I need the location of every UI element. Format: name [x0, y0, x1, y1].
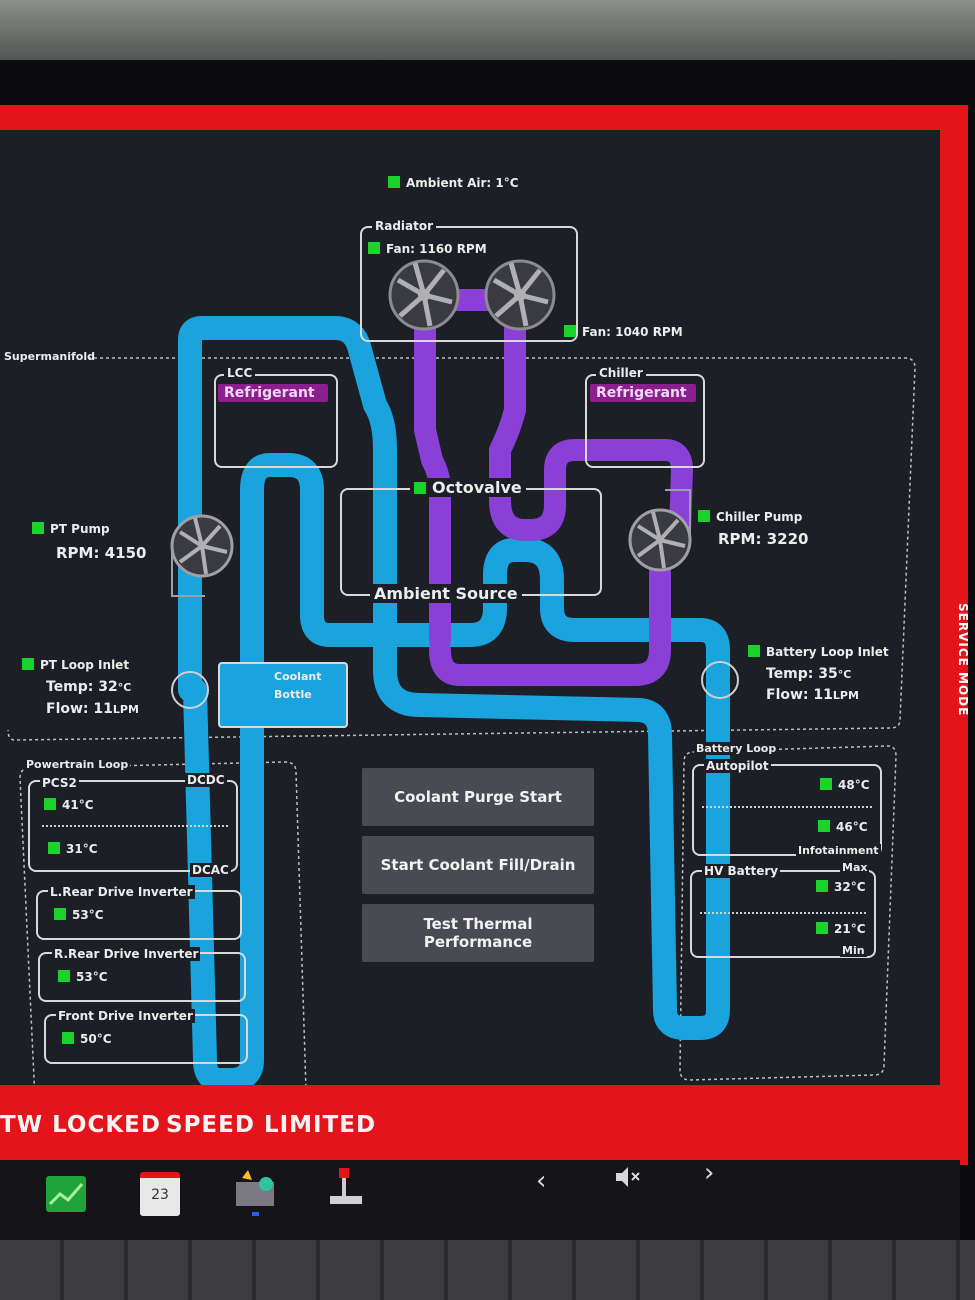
autopilot-title: Autopilot: [704, 759, 771, 773]
hv-min-indicator-icon: [816, 922, 828, 934]
ambient-source: Ambient Source: [370, 584, 522, 603]
radiator-title: Radiator: [372, 219, 437, 233]
radiator-fan-2-icon: [484, 259, 556, 331]
speed-limited-status: SPEED LIMITED: [166, 1112, 377, 1138]
pcs2-temp1: 41°C: [44, 798, 94, 812]
hv-max-temp: 32°C: [816, 880, 866, 894]
ap-temp1: 48°C: [820, 778, 870, 792]
calendar-icon[interactable]: 23: [140, 1172, 180, 1216]
chiller-pump-title: Chiller Pump: [698, 510, 802, 524]
volume-muted-icon[interactable]: [612, 1162, 642, 1196]
pcs2-indicator1-icon: [44, 798, 56, 810]
tw-locked-status: TW LOCKED: [0, 1112, 161, 1138]
hv-divider: [700, 912, 866, 914]
coolant-diagram: [7, 259, 916, 1085]
hv-max-label: Max: [840, 861, 870, 874]
pt-pump-icon: [170, 514, 234, 597]
graph-app-icon[interactable]: [46, 1176, 86, 1212]
ambient-air: Ambient Air: 1°C: [388, 176, 519, 190]
radiator-fan-1-icon: [388, 259, 460, 331]
hv-battery-box: [690, 870, 876, 958]
coolant-bottle-line1: Coolant: [274, 670, 322, 683]
ap-indicator1-icon: [820, 778, 832, 790]
chiller-pump-indicator-icon: [698, 510, 710, 522]
pt-pump-indicator-icon: [32, 522, 44, 534]
radiator-fan1: Fan: 1160 RPM: [368, 242, 487, 256]
pt-loop-inlet-title: PT Loop Inlet: [22, 658, 129, 672]
coolant-fill-drain-button[interactable]: Start Coolant Fill/Drain: [362, 836, 594, 894]
hv-min-temp: 21°C: [816, 922, 866, 936]
r-rear-temp: 53°C: [58, 970, 108, 984]
fan1-indicator-icon: [368, 242, 380, 254]
pcs2-title: PCS2: [40, 776, 79, 790]
autopilot-box: [692, 764, 882, 856]
ap-temp2: 46°C: [818, 820, 868, 834]
front-indicator-icon: [62, 1032, 74, 1044]
test-thermal-button[interactable]: Test Thermal Performance: [362, 904, 594, 962]
pt-pump-title: PT Pump: [32, 522, 110, 536]
pcs2-divider: [42, 825, 228, 827]
ap-indicator2-icon: [818, 820, 830, 832]
supermanifold-outline: [7, 357, 916, 741]
lcc-title: LCC: [224, 366, 256, 380]
battery-loop-title: Battery Loop: [694, 742, 779, 755]
toybox-icon[interactable]: [234, 1168, 276, 1218]
powertrain-loop-outline: [19, 761, 307, 1085]
coolant-bottle: Coolant Bottle: [218, 662, 348, 728]
chiller-refrigerant: Refrigerant: [590, 384, 696, 402]
front-temp: 50°C: [62, 1032, 112, 1046]
pcs2-box: [28, 780, 238, 872]
l-rear-temp: 53°C: [54, 908, 104, 922]
l-rear-inverter-title: L.Rear Drive Inverter: [48, 885, 195, 899]
fan2-indicator-icon: [564, 325, 576, 337]
chiller-pump-rpm: RPM: 3220: [718, 530, 809, 548]
pt-pump-rpm: RPM: 4150: [56, 544, 147, 562]
hv-max-indicator-icon: [816, 880, 828, 892]
l-rear-indicator-icon: [54, 908, 66, 920]
thermal-panel: Radiator Fan: 1160 RPM Fan: 1040 RPM Amb…: [0, 130, 940, 1085]
pcs2-indicator2-icon: [48, 842, 60, 854]
ambient-indicator-icon: [388, 176, 400, 188]
hv-min-label: Min: [840, 944, 867, 957]
radiator-fan2: Fan: 1040 RPM: [564, 325, 683, 339]
chiller-title: Chiller: [596, 366, 646, 380]
octovalve-box: [340, 488, 602, 596]
coolant-bottle-line2: Bottle: [274, 688, 312, 701]
pt-loop-temp: Temp: 32°C: [46, 679, 132, 695]
infotainment-label: Infotainment: [796, 844, 881, 857]
dcdc-label: DCDC: [185, 773, 227, 787]
powertrain-loop-title: Powertrain Loop: [24, 758, 131, 771]
chiller-pump-icon: [628, 489, 692, 572]
chevron-right-icon[interactable]: ›: [704, 1158, 715, 1188]
pt-loop-indicator-icon: [22, 658, 34, 670]
hv-battery-title: HV Battery: [702, 864, 781, 878]
lcc-refrigerant: Refrigerant: [218, 384, 328, 402]
service-mode-label: SERVICE MODE: [956, 603, 970, 717]
chevron-left-icon[interactable]: ‹: [536, 1166, 547, 1196]
coolant-pipes: [178, 316, 730, 1085]
battery-loop-outline: [679, 745, 897, 1081]
pt-loop-flow: Flow: 11LPM: [46, 701, 139, 717]
floor-background: [0, 1240, 975, 1300]
front-inverter-title: Front Drive Inverter: [56, 1009, 195, 1023]
battery-loop-inlet-title: Battery Loop Inlet: [748, 645, 889, 659]
r-rear-indicator-icon: [58, 970, 70, 982]
pcs2-temp2: 31°C: [48, 842, 98, 856]
joystick-icon[interactable]: [326, 1166, 366, 1210]
octovalve-indicator-icon: [414, 482, 426, 494]
radiator-box: [360, 226, 578, 342]
dcac-label: DCAC: [190, 863, 231, 877]
battery-loop-sensor-icon: [701, 661, 739, 699]
battery-loop-flow: Flow: 11LPM: [766, 687, 859, 703]
battery-loop-indicator-icon: [748, 645, 760, 657]
octovalve-title: Octovalve: [410, 478, 526, 497]
taskbar: 23 ‹ ›: [0, 1158, 960, 1240]
r-rear-inverter-title: R.Rear Drive Inverter: [52, 947, 201, 961]
battery-loop-temp: Temp: 35°C: [766, 666, 852, 682]
lcc-box: [214, 374, 338, 468]
pt-loop-sensor-icon: [171, 671, 209, 709]
autopilot-divider: [702, 806, 872, 808]
supermanifold-label: Supermanifold: [4, 350, 95, 363]
coolant-purge-button[interactable]: Coolant Purge Start: [362, 768, 594, 826]
